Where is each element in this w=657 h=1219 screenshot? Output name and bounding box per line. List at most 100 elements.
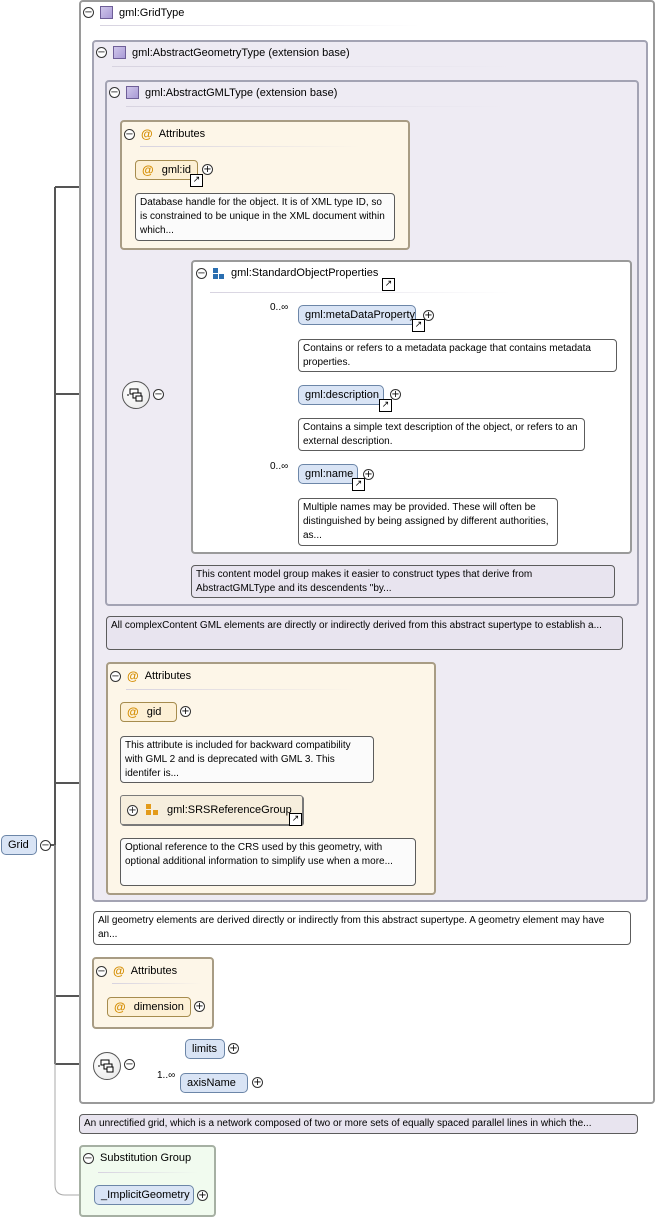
- element-description[interactable]: gml:description: [298, 385, 384, 405]
- complex-type-icon: [113, 46, 126, 59]
- link-icon[interactable]: ↗: [352, 478, 365, 491]
- group-icon: [213, 267, 225, 279]
- attribute-gid[interactable]: @ gid: [120, 702, 177, 722]
- element-label: axisName: [187, 1077, 236, 1089]
- attribute-label: dimension: [133, 1001, 184, 1013]
- element-implicit-geometry[interactable]: _ImplicitGeometry: [94, 1185, 194, 1205]
- collapse-icon[interactable]: −: [96, 965, 107, 977]
- complex-type-icon: [126, 86, 139, 99]
- abstract-gml-type-title: gml:AbstractGMLType (extension base): [145, 86, 338, 99]
- attribute-icon: @: [142, 163, 154, 177]
- expand-icon[interactable]: +: [127, 804, 138, 816]
- attribute-group-label: gml:SRSReferenceGroup: [167, 804, 292, 816]
- element-label: limits: [192, 1043, 218, 1055]
- abstract-geometry-type-title: gml:AbstractGeometryType (extension base…: [132, 46, 350, 59]
- substitution-group-header: − Substitution Group: [83, 1152, 191, 1164]
- collapse-icon[interactable]: −: [83, 7, 94, 18]
- element-label: gml:metaDataProperty: [305, 309, 416, 321]
- gid-doc: This attribute is included for backward …: [120, 736, 374, 783]
- expand-icon[interactable]: +: [197, 1190, 208, 1201]
- sequence-compositor-icon: [93, 1052, 121, 1080]
- link-icon[interactable]: ↗: [382, 278, 395, 291]
- expand-icon[interactable]: +: [194, 1001, 205, 1012]
- complex-type-icon: [100, 6, 113, 19]
- element-metadata-property[interactable]: gml:metaDataProperty: [298, 305, 416, 325]
- attribute-icon: @: [141, 127, 153, 141]
- attribute-icon: @: [127, 669, 139, 683]
- link-icon[interactable]: ↗: [412, 319, 425, 332]
- expand-icon[interactable]: +: [252, 1077, 263, 1088]
- root-element-grid[interactable]: Grid: [1, 835, 37, 855]
- attribute-dimension[interactable]: @ dimension: [107, 997, 191, 1017]
- srs-reference-group[interactable]: + gml:SRSReferenceGroup: [120, 795, 303, 825]
- header-rule: [210, 292, 510, 293]
- root-collapse-icon[interactable]: −: [40, 840, 51, 851]
- element-name[interactable]: gml:name: [298, 464, 358, 484]
- grid-attributes-title: Attributes: [130, 965, 178, 977]
- expand-icon[interactable]: +: [423, 310, 434, 321]
- collapse-icon[interactable]: −: [124, 128, 135, 140]
- header-rule: [112, 983, 202, 984]
- cardinality-label: 0..∞: [270, 302, 289, 313]
- gml-id-doc: Database handle for the object. It is of…: [135, 193, 395, 241]
- header-rule: [98, 1172, 198, 1173]
- name-doc: Multiple names may be provided. These wi…: [298, 498, 558, 546]
- standard-object-properties-title: gml:StandardObjectProperties: [231, 267, 379, 279]
- collapse-icon[interactable]: −: [196, 267, 207, 279]
- standard-object-properties-doc: This content model group makes it easier…: [191, 565, 615, 598]
- cardinality-label: 0..∞: [270, 461, 289, 472]
- srs-reference-group-doc: Optional reference to the CRS used by th…: [120, 838, 416, 886]
- geometry-attributes-header: − @ Attributes: [110, 669, 191, 683]
- attribute-gml-id[interactable]: @ gml:id: [135, 160, 198, 180]
- collapse-icon[interactable]: −: [153, 389, 164, 400]
- expand-icon[interactable]: +: [390, 389, 401, 400]
- header-rule: [100, 25, 420, 26]
- substitution-group-box: [79, 1145, 216, 1217]
- element-limits[interactable]: limits: [185, 1039, 225, 1059]
- attribute-icon: @: [114, 1000, 126, 1014]
- expand-icon[interactable]: +: [202, 164, 213, 175]
- grid-type-header: − gml:GridType: [83, 6, 184, 19]
- description-doc: Contains a simple text description of th…: [298, 418, 585, 451]
- collapse-icon[interactable]: −: [109, 87, 120, 98]
- expand-icon[interactable]: +: [228, 1043, 239, 1054]
- element-label: gml:name: [305, 468, 354, 480]
- substitution-group-title: Substitution Group: [100, 1152, 192, 1164]
- grid-attributes-header: − @ Attributes: [96, 964, 177, 978]
- attribute-label: gid: [146, 706, 162, 718]
- link-icon[interactable]: ↗: [190, 174, 203, 187]
- header-rule: [112, 66, 512, 67]
- attribute-icon: @: [113, 964, 125, 978]
- standard-object-properties-header: − gml:StandardObjectProperties: [196, 267, 378, 279]
- expand-icon[interactable]: +: [363, 469, 374, 480]
- collapse-icon[interactable]: −: [83, 1152, 94, 1164]
- attribute-group-icon: [146, 804, 159, 816]
- element-label: gml:description: [305, 389, 379, 401]
- grid-type-doc: An unrectified grid, which is a network …: [79, 1114, 638, 1134]
- attribute-label: gml:id: [161, 164, 192, 176]
- link-icon[interactable]: ↗: [379, 399, 392, 412]
- element-label: _ImplicitGeometry: [101, 1189, 190, 1201]
- collapse-icon[interactable]: −: [96, 47, 107, 58]
- collapse-icon[interactable]: −: [110, 670, 121, 682]
- grid-attributes-box: [92, 957, 214, 1029]
- header-rule: [126, 689, 356, 690]
- expand-icon[interactable]: +: [180, 706, 191, 717]
- abstract-gml-type-header: − gml:AbstractGMLType (extension base): [109, 86, 337, 99]
- grid-type-title: gml:GridType: [119, 6, 185, 19]
- link-icon[interactable]: ↗: [289, 813, 302, 826]
- header-rule: [140, 146, 360, 147]
- element-axis-name[interactable]: axisName: [180, 1073, 248, 1093]
- sequence-compositor-icon: [122, 381, 150, 409]
- collapse-icon[interactable]: −: [124, 1059, 135, 1070]
- gml-attributes-title: Attributes: [158, 128, 206, 140]
- attribute-icon: @: [127, 705, 139, 719]
- abstract-geometry-type-header: − gml:AbstractGeometryType (extension ba…: [96, 46, 350, 59]
- abstract-gml-type-doc: All complexContent GML elements are dire…: [106, 616, 623, 650]
- geometry-attributes-title: Attributes: [144, 670, 192, 682]
- gml-attributes-header: − @ Attributes: [124, 127, 205, 141]
- cardinality-label: 1..∞: [157, 1070, 176, 1081]
- abstract-geometry-type-doc: All geometry elements are derived direct…: [93, 911, 631, 945]
- root-element-label: Grid: [8, 839, 29, 851]
- metadata-property-doc: Contains or refers to a metadata package…: [298, 339, 617, 372]
